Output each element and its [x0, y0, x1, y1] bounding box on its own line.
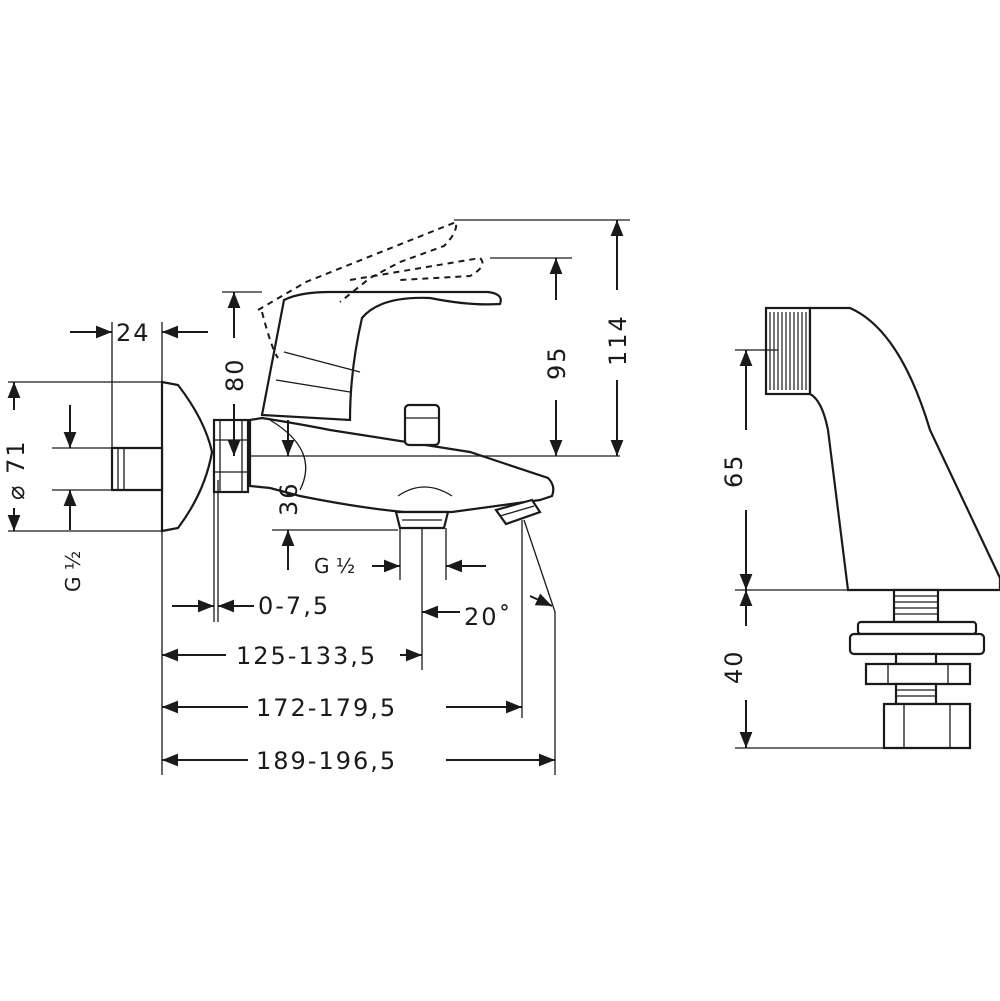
dim-172-179-5: 172-179,5 — [256, 694, 397, 722]
dim-0-7-5: 0-7,5 — [258, 592, 330, 620]
dim-g-half-left: G ½ — [61, 551, 85, 592]
dim-40: 40 — [720, 649, 748, 684]
dim-95: 95 — [543, 345, 571, 380]
dimension-labels-right: 65 40 — [720, 453, 748, 684]
connector-side-view — [764, 306, 1000, 750]
dim-125-133-5: 125-133,5 — [236, 642, 377, 670]
dim-20-degrees: 20˚ — [464, 603, 513, 631]
dim-80: 80 — [221, 357, 249, 392]
dim-65: 65 — [720, 453, 748, 488]
dimension-lines-right — [735, 349, 1000, 749]
dim-diameter-71: ⌀ 71 — [2, 439, 30, 500]
dim-24: 24 — [116, 319, 151, 347]
dimension-lines-left — [7, 219, 630, 775]
mixer-side-view — [110, 220, 555, 533]
dim-189-196-5: 189-196,5 — [256, 747, 397, 775]
dim-g-half-bottom: G ½ — [314, 554, 355, 578]
dim-36: 36 — [275, 481, 303, 516]
dimension-labels-left: 24 80 95 114 ⌀ 71 36 G ½ G ½ 0-7,5 20˚ 1… — [2, 314, 632, 775]
dim-114: 114 — [604, 314, 632, 366]
